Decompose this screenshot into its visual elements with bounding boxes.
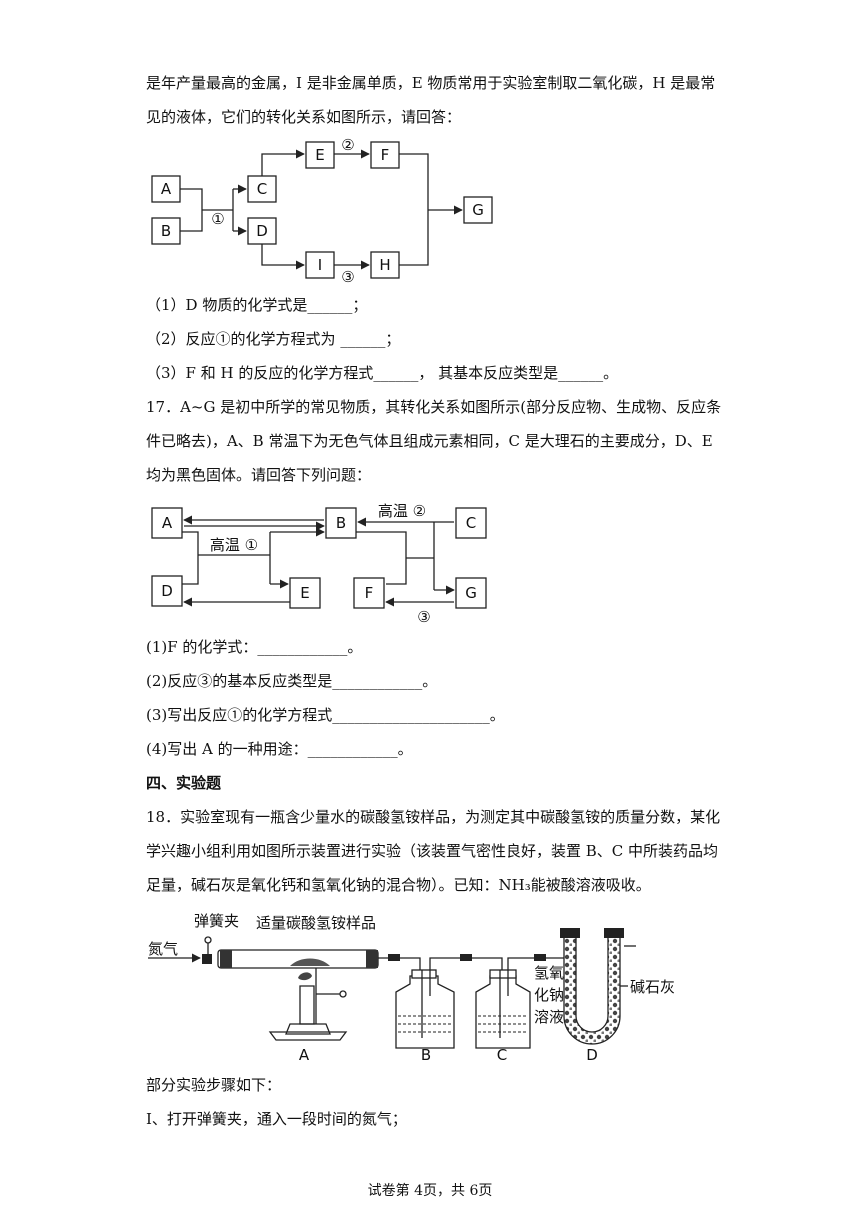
d2-box-d: D — [161, 582, 173, 600]
label-lime: 碱石灰 — [630, 978, 675, 996]
p16-line1: 是年产量最高的金属，I 是非金属单质，E 物质常用于实验室制取二氧化碳，H 是最… — [146, 74, 716, 92]
d1-reaction-3: ③ — [341, 268, 354, 284]
d2-box-c: C — [466, 514, 476, 532]
d1-box-h: H — [379, 256, 390, 274]
p18-line2: 学兴趣小组利用如图所示装置进行实验（该装置气密性良好，装置 B、C 中所装药品均 — [146, 842, 719, 860]
d1-box-b: B — [161, 222, 171, 240]
d2-reaction-1: 高温 ① — [210, 536, 258, 554]
d2-box-b: B — [336, 514, 346, 532]
label-naoh-1: 氢氧 — [534, 964, 564, 982]
q16-2: （2）反应①的化学方程式为 ______； — [146, 330, 401, 348]
d1-reaction-2: ② — [341, 136, 354, 154]
bottle-c — [475, 975, 531, 1049]
p17-line1: 17．A~G 是初中所学的常见物质，其转化关系如图所示(部分反应物、生成物、反应… — [146, 398, 722, 416]
apparatus-diagram: 弹簧夹 适量碳酸氢铵样品 氮气 A B C 氢氧 化钠 溶液 — [148, 912, 675, 1064]
d1-box-c: C — [257, 180, 267, 198]
label-c: C — [497, 1046, 507, 1064]
q16-1: （1）D 物质的化学式是______； — [146, 296, 368, 314]
page-footer: 试卷第 4页，共 6页 — [367, 1183, 493, 1199]
label-clamp: 弹簧夹 — [194, 912, 239, 930]
d1-box-i: I — [318, 256, 322, 274]
clamp-icon — [204, 936, 212, 944]
d2-reaction-3: ③ — [417, 608, 430, 626]
steps-intro: 部分实验步骤如下： — [146, 1076, 282, 1094]
p18-line3: 足量，碱石灰是氧化钙和氢氧化钠的混合物）。已知：NH₃能被酸溶液吸收。 — [146, 876, 651, 894]
p18-line1: 18．实验室现有一瓶含少量水的碳酸氢铵样品，为测定其中碳酸氢铵的质量分数，某化 — [146, 808, 721, 826]
diagram-16: A B ① C D E ② F I ③ H G — [151, 136, 493, 284]
label-nitrogen: 氮气 — [148, 940, 178, 958]
step-1: I、打开弹簧夹，通入一段时间的氮气； — [146, 1110, 407, 1128]
label-naoh-3: 溶液 — [534, 1008, 564, 1026]
q17-1: (1)F 的化学式：____________。 — [146, 638, 363, 656]
u-tube-d — [563, 935, 621, 1045]
p17-line2: 件已略去)，A、B 常温下为无色气体且组成元素相同，C 是大理石的主要成分，D、… — [146, 432, 713, 450]
d1-box-f: F — [381, 146, 390, 164]
label-b: B — [421, 1046, 431, 1064]
p16-line2: 见的液体，它们的转化关系如图所示，请回答： — [146, 108, 462, 126]
q17-4: (4)写出 A 的一种用途：____________。 — [146, 740, 413, 758]
label-a: A — [299, 1046, 310, 1064]
label-d: D — [586, 1046, 598, 1064]
q17-3: (3)写出反应①的化学方程式_____________________。 — [146, 706, 505, 724]
d2-box-e: E — [300, 584, 309, 602]
d2-box-f: F — [365, 584, 374, 602]
d2-box-g: G — [465, 584, 477, 602]
diagram-17: A D B E C F G 高温 ① 高温 ② ③ — [151, 502, 487, 626]
d1-box-g: G — [472, 201, 484, 219]
d2-box-a: A — [162, 514, 173, 532]
d1-box-e: E — [315, 146, 324, 164]
label-naoh-2: 化钠 — [534, 986, 564, 1004]
bottle-b — [395, 975, 455, 1049]
p17-line3: 均为黑色固体。请回答下列问题： — [146, 466, 372, 484]
d1-box-d: D — [256, 222, 268, 240]
d1-reaction-1: ① — [211, 210, 224, 228]
d1-box-a: A — [161, 180, 172, 198]
d2-reaction-2: 高温 ② — [378, 502, 426, 520]
q16-3: （3）F 和 H 的反应的化学方程式______， 其基本反应类型是______… — [146, 364, 619, 382]
section-heading: 四、实验题 — [146, 774, 222, 792]
q17-2: (2)反应③的基本反应类型是____________。 — [146, 672, 438, 690]
label-sample: 适量碳酸氢铵样品 — [256, 914, 376, 932]
